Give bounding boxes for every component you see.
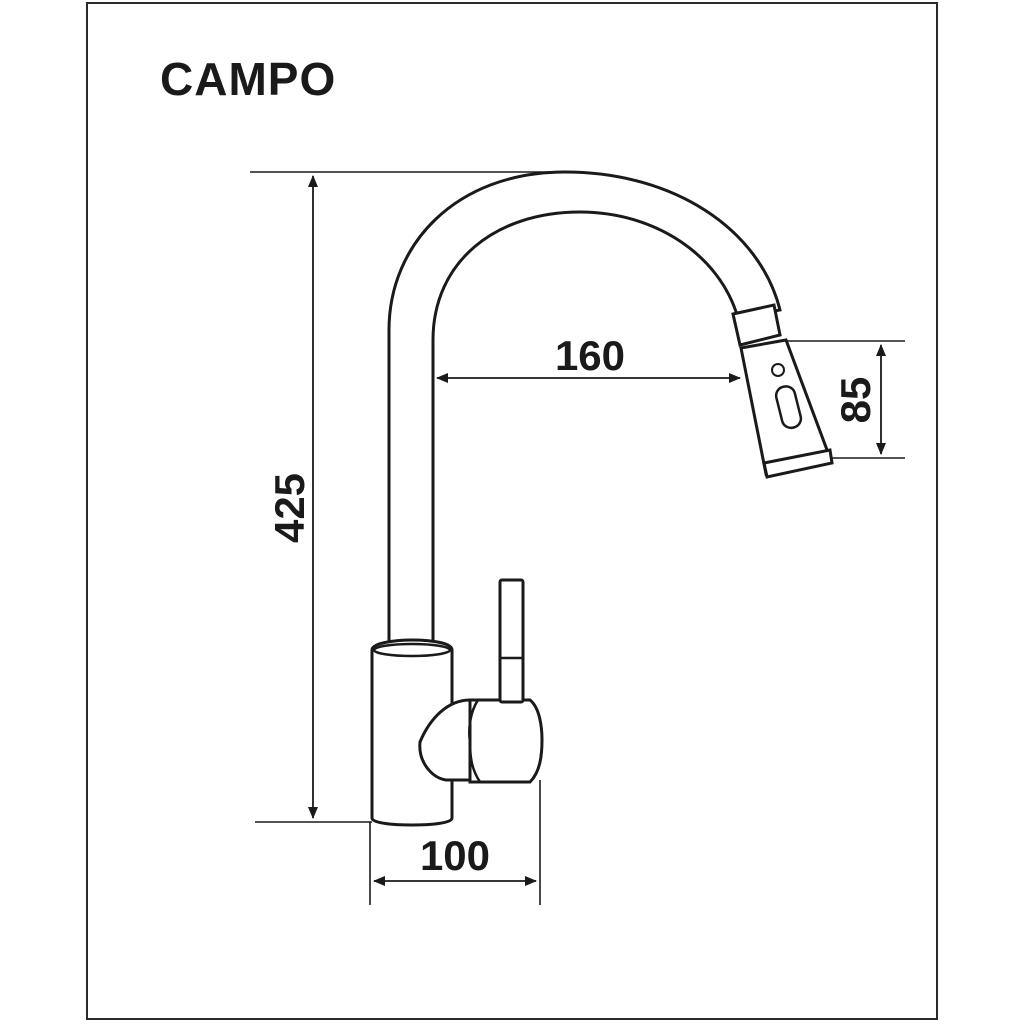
dimension-base-depth: 100 <box>369 780 541 905</box>
dimension-base-depth-label: 100 <box>420 832 490 879</box>
spout-collar <box>731 303 782 347</box>
faucet-spout <box>387 170 782 650</box>
dimension-reach: 160 <box>436 332 741 383</box>
dimension-height: 425 <box>250 171 565 823</box>
dimension-height-label: 425 <box>266 473 313 543</box>
dimension-head-height-label: 85 <box>832 377 879 424</box>
spray-head <box>739 338 834 479</box>
faucet-body <box>370 638 454 827</box>
drawing-frame <box>86 2 938 1020</box>
dimension-reach-label: 160 <box>555 332 625 379</box>
dimension-head-height: 85 <box>786 340 905 459</box>
lever-handle <box>418 578 544 784</box>
product-title: CAMPO <box>160 53 337 105</box>
